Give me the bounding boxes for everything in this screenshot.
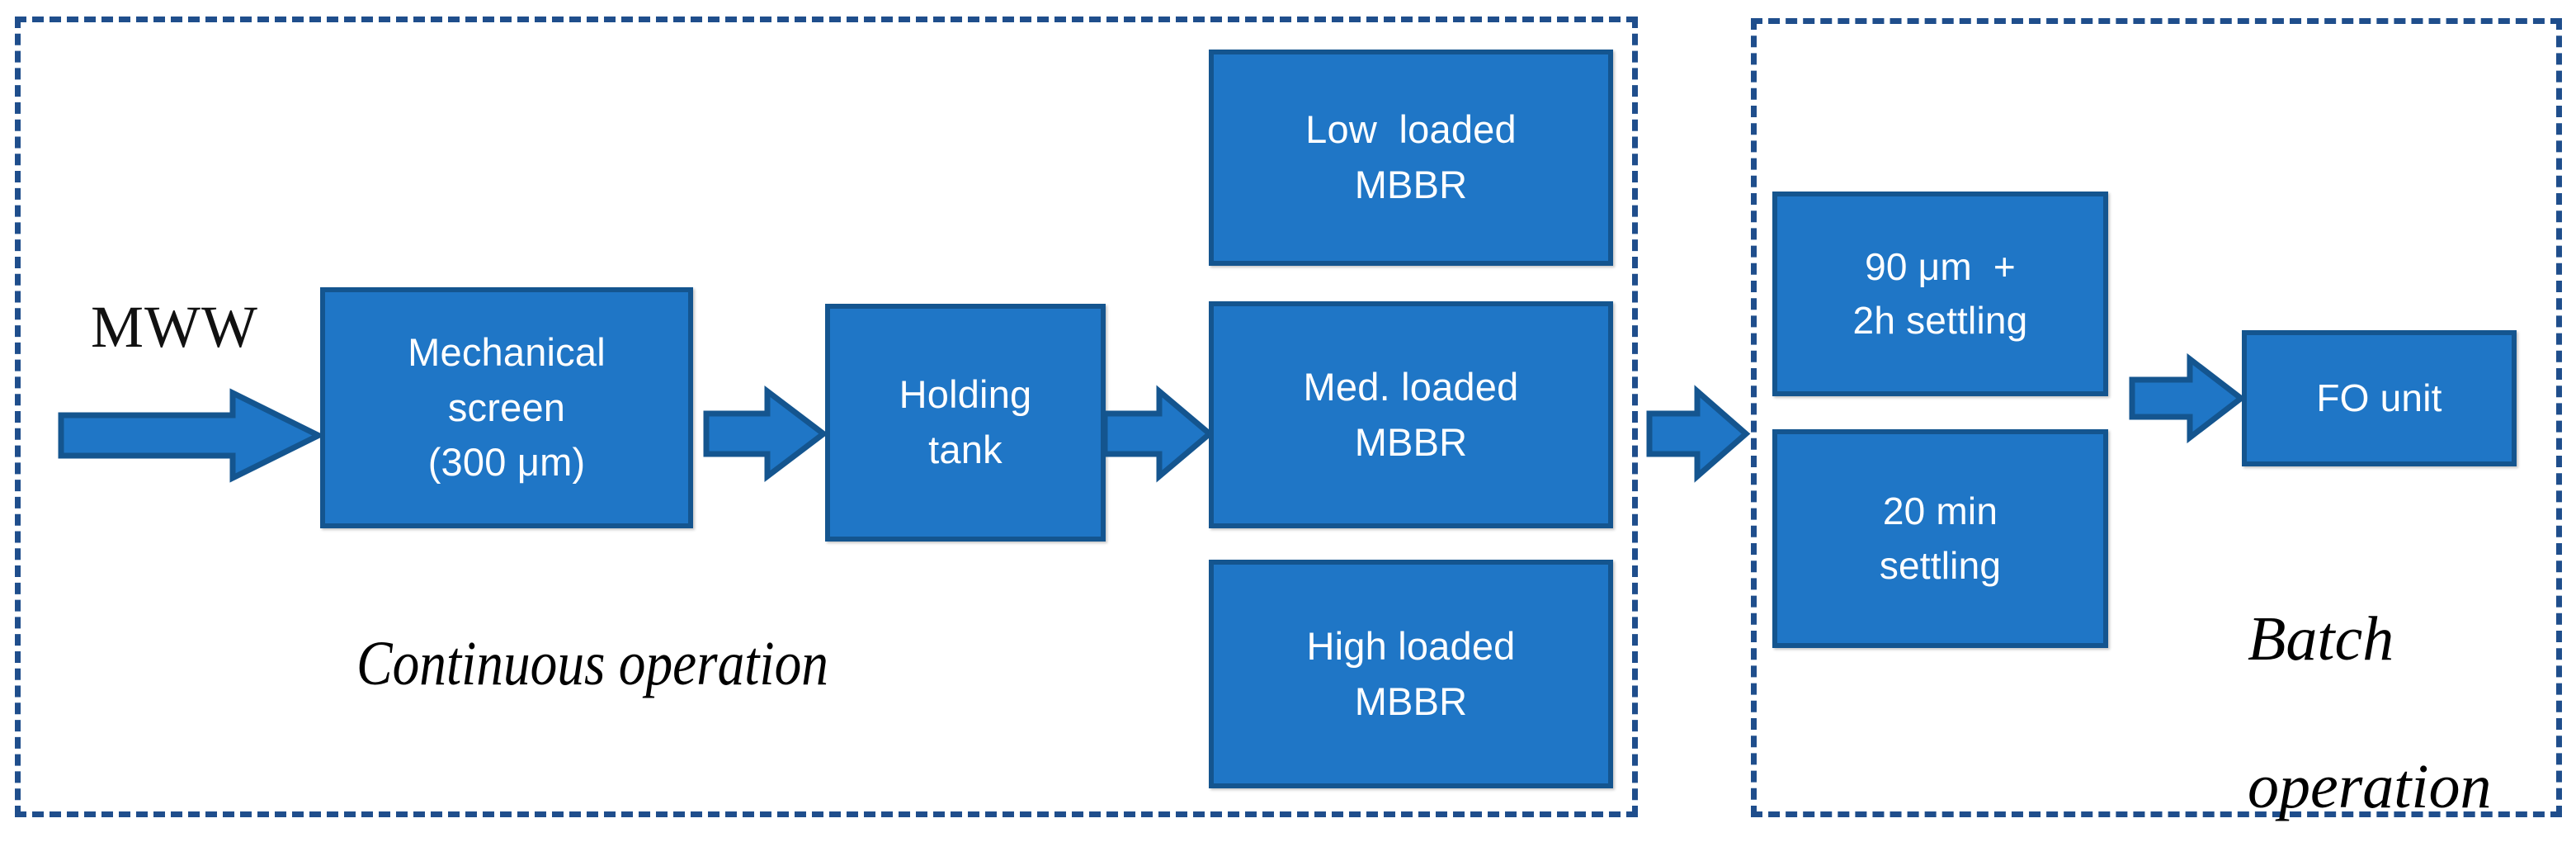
process-box-mbbr-med-loaded[interactable]: Med. loaded MBBR — [1209, 301, 1613, 528]
annotation-continuous-operation: Continuous operation — [356, 629, 828, 698]
process-box-fo-unit[interactable]: FO unit — [2242, 330, 2517, 466]
box-line-2: screen — [447, 385, 566, 429]
box-line-2: settling — [1879, 543, 2002, 587]
box-line-1: Holding — [899, 372, 1032, 417]
right-arrow-icon-inlet-to-screen — [58, 388, 325, 483]
inlet-label-mww: MWW — [91, 294, 258, 360]
box-line-2: MBBR — [1354, 419, 1468, 464]
box-line-1: Med. loaded — [1303, 364, 1519, 409]
box-line-1: 90 μm + — [1865, 244, 2016, 288]
process-box-mbbr-high-loaded[interactable]: High loaded MBBR — [1209, 560, 1613, 788]
group-batch-operation — [1751, 18, 2562, 817]
right-arrow-icon-settling-to-fo — [2129, 352, 2246, 444]
box-line-1: Mechanical — [408, 329, 606, 374]
annotation-batch-operation: Batch operation — [2185, 528, 2492, 842]
box-line-2: tank — [928, 428, 1003, 471]
box-line-3: (300 μm) — [427, 440, 586, 485]
box-line-2: MBBR — [1354, 679, 1468, 723]
process-box-holding-tank[interactable]: Holding tank — [825, 304, 1106, 542]
group-continuous-operation — [15, 17, 1638, 817]
box-line-1: High loaded — [1306, 623, 1516, 668]
box-line-2: 2h settling — [1852, 299, 2028, 342]
annotation-line-2: operation — [2248, 752, 2492, 822]
box-line-1: 20 min — [1882, 490, 1998, 533]
right-arrow-icon-mbbr-to-batch — [1646, 385, 1751, 483]
annotation-line-1: Batch — [2248, 603, 2394, 674]
process-box-mbbr-low-loaded[interactable]: Low loaded MBBR — [1209, 50, 1613, 266]
process-box-mechanical-screen[interactable]: Mechanical screen (300 μm) — [320, 287, 693, 528]
process-box-settling-90um[interactable]: 90 μm + 2h settling — [1772, 192, 2108, 396]
box-line-1: Low loaded — [1305, 107, 1517, 152]
right-arrow-icon-screen-to-tank — [703, 385, 828, 483]
box-line-1: FO unit — [2316, 376, 2442, 419]
right-arrow-icon-tank-to-mbbr — [1102, 385, 1215, 483]
process-box-settling-20min[interactable]: 20 min settling — [1772, 429, 2108, 648]
box-line-2: MBBR — [1354, 163, 1468, 206]
